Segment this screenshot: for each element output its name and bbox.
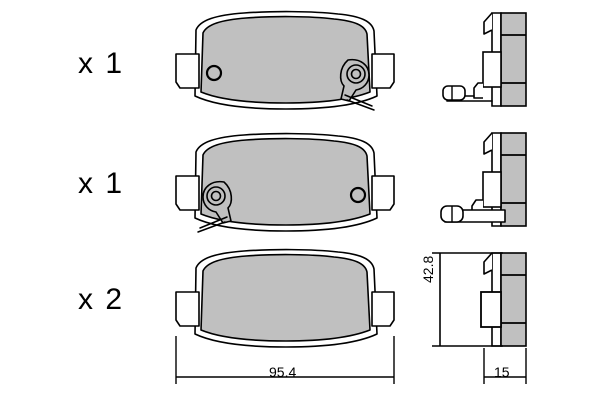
quantity-label-pad-bottom: x 2 [78,283,125,316]
side-view-top-backing-plate [500,12,527,107]
pad-top-ear-right [371,53,395,89]
pad-top-ear-left [175,53,200,89]
side-view-top-sensor-connector [442,85,466,101]
pad-top-backing-plate [200,15,371,104]
pad-bottom-ear-left [175,291,200,327]
side-view-middle-plate-lines [501,154,526,204]
side-view-top [442,12,527,107]
dimension-height-label: 42.8 [420,255,436,283]
pad-middle-backing-plate [200,137,371,226]
pad-middle-ear-right [371,175,395,211]
pad-top-wear-sensor-ring-inner [350,68,362,80]
side-view-top-chamfer [483,12,493,35]
side-view-bottom-ear-profile [480,291,502,328]
quantity-label-pad-middle: x 1 [78,167,125,200]
side-view-bottom-backing-plate [500,252,527,347]
pad-middle-wear-sensor-ring-outer [206,186,226,206]
dimension-thickness-label: 15 [494,364,510,380]
side-view-middle [440,132,527,227]
pad-top-locating-hole [205,64,223,82]
pad-middle-ear-left [175,175,200,211]
side-view-top-plate-lines [501,34,526,84]
side-view-top-ear-profile [482,51,502,88]
pad-bottom-backing-plate [200,253,371,342]
side-view-bottom-chamfer [483,252,493,275]
pad-middle-wear-sensor-wire [197,216,228,233]
pad-middle [175,132,395,233]
pad-top-wear-sensor-wire [344,94,375,111]
pad-bottom-ear-right [371,291,395,327]
side-view-bottom [480,252,527,347]
dimension-width-label: 95.4 [269,364,297,380]
side-view-top-sensor-bracket [473,82,483,99]
pad-middle-wear-sensor-ring-inner [210,190,222,202]
pad-top [175,10,395,111]
pad-bottom [175,248,395,348]
quantity-label-pad-top: x 1 [78,47,125,80]
pad-top-wear-sensor-ring-outer [346,64,366,84]
dimension-thickness [483,348,527,384]
dimension-width [175,336,395,384]
side-view-bottom-plate-lines [501,274,526,324]
pad-middle-locating-hole [349,186,367,204]
side-view-middle-ear-profile [482,171,502,208]
dimension-height [432,252,503,347]
side-view-middle-chamfer [483,132,493,155]
